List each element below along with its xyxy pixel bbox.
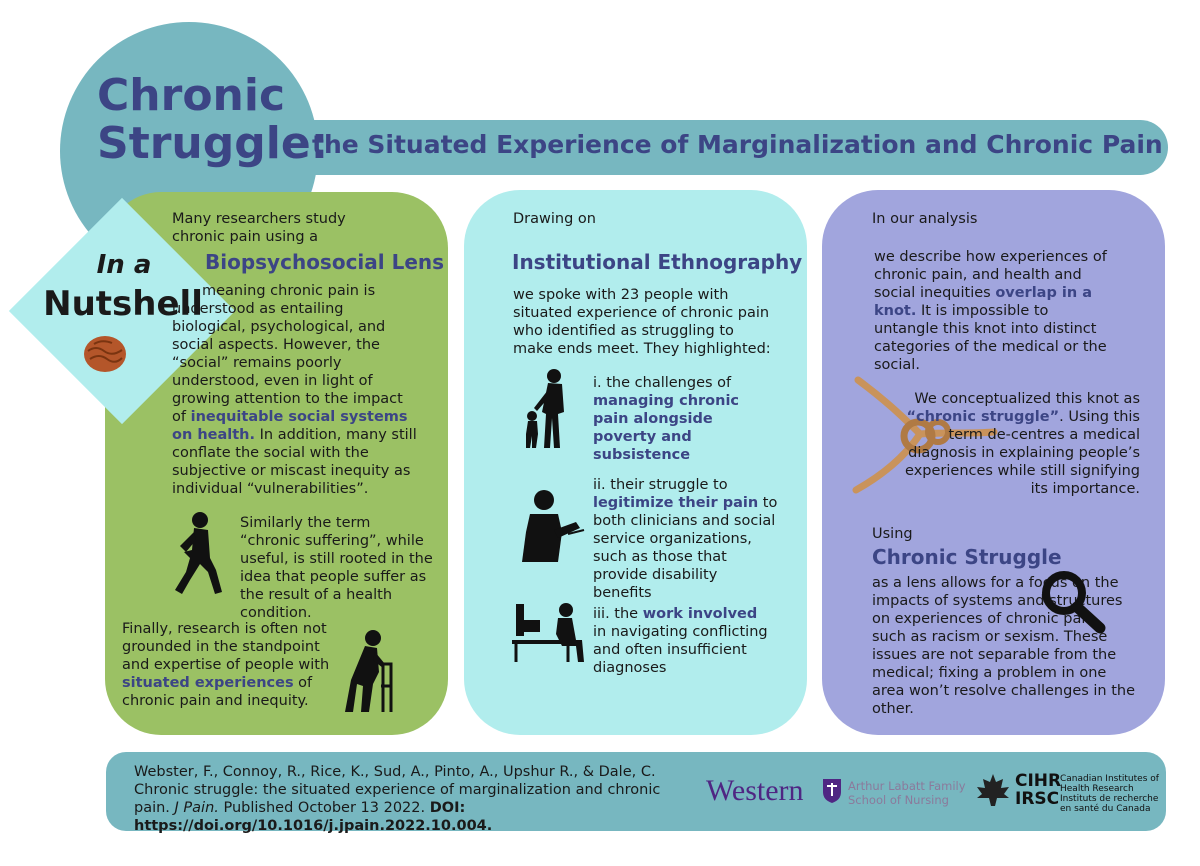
- cihr-names: Canadian Institutes of Health Research I…: [1060, 774, 1159, 814]
- middle-item-3: iii. the work involved in navigating con…: [593, 605, 768, 677]
- left-p3-text-2: of chronic pain and inequity.: [122, 675, 313, 709]
- western-logo: Western: [706, 774, 804, 807]
- right-p2-text: We conceptualized this knot as: [914, 391, 1140, 407]
- middle-item-1-highlight: managing chronic pain alongside poverty …: [593, 393, 740, 463]
- doctor-icon: [522, 490, 585, 562]
- middle-heading: Institutional Ethnography: [512, 250, 803, 274]
- subtitle-bar: [130, 120, 1168, 175]
- citation: Webster, F., Connoy, R., Rice, K., Sud, …: [134, 763, 694, 835]
- irsc-text: IRSC: [1015, 789, 1060, 809]
- left-p3-highlight: situated experiences: [122, 675, 294, 691]
- left-p3-text: Finally, research is often not grounded …: [122, 621, 330, 673]
- magnifier-icon: [1042, 571, 1106, 634]
- right-p2-highlight: “chronic struggle”: [906, 409, 1060, 425]
- cihr-fr-2: en santé du Canada: [1060, 804, 1151, 814]
- right-paragraph-1: we describe how experiences of chronic p…: [874, 248, 1114, 374]
- right-intro: In our analysis: [872, 211, 978, 227]
- school-name: Arthur Labatt Family School of Nursing: [848, 779, 966, 807]
- school-line-2: School of Nursing: [848, 793, 949, 807]
- pain-person-icon: [175, 512, 222, 594]
- cihr-fr-1: Instituts de recherche: [1060, 794, 1159, 804]
- left-heading: Biopsychosocial Lens: [205, 250, 445, 274]
- citation-published: Published October 13 2022.: [223, 800, 426, 816]
- nutshell-line-2: Nutshell: [43, 284, 203, 324]
- middle-item-2-highlight: legitimize their pain: [593, 495, 759, 511]
- right-p1-text: we describe how experiences of chronic p…: [874, 249, 1107, 301]
- desk-worker-icon: [512, 603, 584, 662]
- right-heading: Chronic Struggle: [872, 545, 1062, 569]
- middle-intro: Drawing on: [513, 211, 596, 227]
- walnut-icon: [84, 336, 126, 372]
- title-line-2: Struggle:: [97, 118, 329, 169]
- maple-leaf-icon: [977, 774, 1009, 806]
- school-line-1: Arthur Labatt Family: [848, 779, 966, 793]
- nutshell-line-1: In a: [96, 250, 152, 280]
- left-p1-text-2: In addition, many still conflate the soc…: [172, 427, 417, 497]
- middle-item-2: ii. their struggle to legitimize their p…: [593, 476, 778, 602]
- middle-item-1: i. the challenges of managing chronic pa…: [593, 374, 768, 464]
- middle-item-3-text: iii. the: [593, 606, 643, 622]
- panel-analysis: [822, 190, 1165, 735]
- cihr-logo: CIHR IRSC: [1015, 772, 1061, 808]
- page-subtitle: the Situated Experience of Marginalizati…: [312, 130, 1163, 159]
- shield-icon: [823, 779, 841, 803]
- title-line-1: Chronic: [97, 70, 286, 121]
- middle-paragraph-1: we spoke with 23 people with situated ex…: [513, 287, 771, 357]
- citation-text: Webster, F., Connoy, R., Rice, K., Sud, …: [134, 764, 661, 816]
- rope-knot-icon: [852, 376, 998, 494]
- middle-item-2-text: ii. their struggle to: [593, 477, 728, 493]
- left-paragraph-3: Finally, research is often not grounded …: [122, 620, 342, 710]
- right-p2-text-2: . Using this term de-centres a medical d…: [905, 409, 1140, 497]
- middle-item-3-highlight: work involved: [642, 606, 758, 622]
- right-paragraph-2: We conceptualized this knot as “chronic …: [900, 390, 1140, 498]
- panel-ethnography: [464, 190, 807, 735]
- right-p1-highlight: overlap in a knot.: [874, 285, 1093, 319]
- right-p1-text-2: It is impossible to untangle this knot i…: [874, 303, 1107, 373]
- right-using: Using: [872, 526, 913, 542]
- citation-doi[interactable]: DOI: https://doi.org/10.1016/j.jpain.202…: [134, 800, 493, 834]
- cihr-en-2: Health Research: [1060, 784, 1134, 794]
- cihr-en-1: Canadian Institutes of: [1060, 774, 1159, 784]
- left-intro: Many researchers study chronic pain usin…: [172, 211, 346, 245]
- middle-item-3-text-2: in navigating conflicting and often insu…: [593, 624, 768, 676]
- left-paragraph-1: meaning chronic pain is understood as en…: [172, 282, 417, 498]
- parent-child-icon: [526, 369, 564, 448]
- cihr-text: CIHR: [1015, 771, 1062, 791]
- right-paragraph-3: as a lens allows for a focus on the impa…: [872, 575, 1136, 717]
- middle-item-1-text: i. the challenges of: [593, 375, 732, 391]
- page-title: Chronic Struggle:: [97, 72, 328, 168]
- citation-journal: J Pain.: [174, 800, 219, 816]
- middle-item-2-text-2: to both clinicians and social service or…: [593, 495, 778, 601]
- left-p1-text: meaning chronic pain is understood as en…: [172, 283, 403, 425]
- left-paragraph-2: Similarly the term “chronic suffering”, …: [240, 515, 433, 621]
- walker-icon: [345, 630, 393, 712]
- left-p1-highlight: inequitable social systems on health.: [172, 409, 408, 443]
